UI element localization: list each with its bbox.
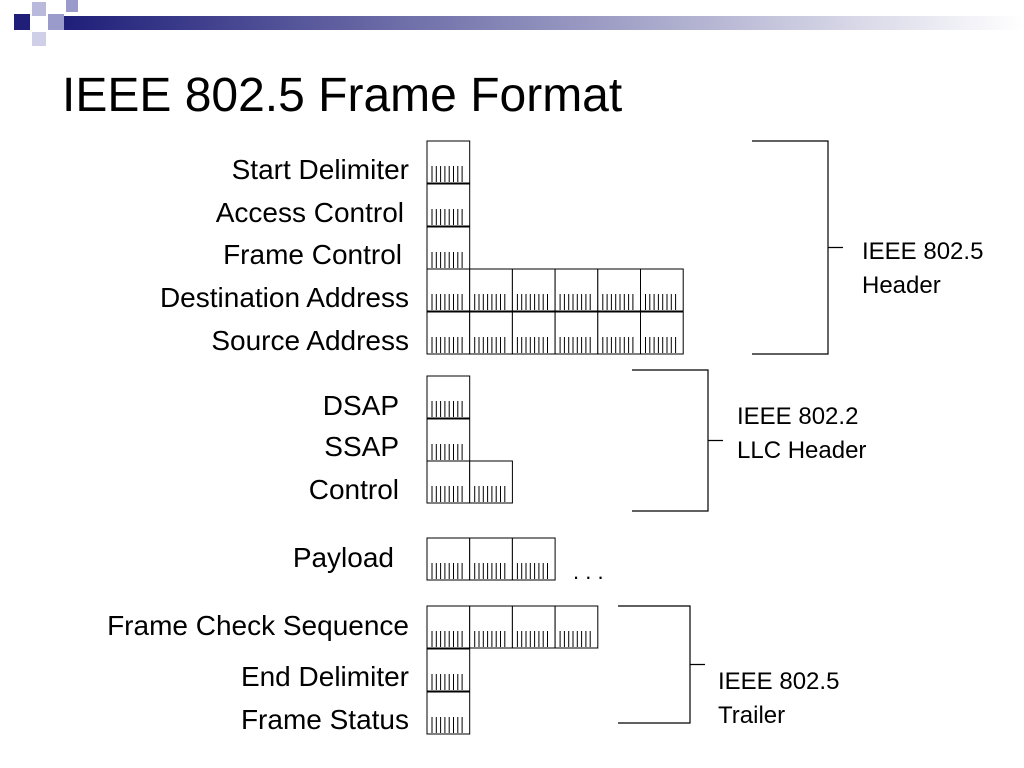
field-label-frame-check-sequence: Frame Check Sequence [107,610,409,641]
field-label-destination-address: Destination Address [159,282,409,313]
byte-box [426,605,471,649]
byte-box [426,691,471,735]
slide-decoration [14,0,1024,46]
byte-box-outline [426,605,471,649]
byte-box-outline [426,311,471,355]
group-bracket [618,605,705,724]
byte-box [469,311,513,355]
field-label-source-address: Source Address [211,325,409,356]
byte-box-outline [426,183,471,227]
byte-box-outline [554,268,599,312]
byte-box [597,268,641,312]
field-label-dsap: DSAP [322,390,399,421]
corner-square [48,14,64,30]
field-label-start-delimiter: Start Delimiter [231,154,409,185]
group-bracket [752,140,843,355]
corner-square [66,0,78,12]
byte-box [426,140,471,184]
corner-square [14,14,30,30]
field-label-frame-control: Frame Control [223,239,402,270]
byte-box-outline [554,311,599,355]
byte-box [554,268,599,312]
byte-box-outline [597,311,641,355]
byte-box [511,605,556,649]
byte-box-outline [426,140,471,184]
group-label-802-2-llc-header: IEEE 802.2 LLC Header [737,400,866,468]
byte-box [469,537,513,581]
byte-box [469,268,513,312]
byte-box-outline [640,311,684,355]
byte-box [640,311,684,355]
byte-box [640,268,684,312]
byte-box-outline [426,418,471,462]
payload-ellipsis: . . . [573,559,604,584]
byte-box [426,183,471,227]
byte-box [511,268,556,312]
group-label-line: IEEE 802.5 [718,668,840,695]
page-title: IEEE 802.5 Frame Format [62,69,623,122]
byte-box [426,418,471,462]
group-bracket [632,369,723,512]
byte-box [426,460,471,504]
byte-box-outline [426,537,471,581]
field-label-payload: Payload [292,542,394,573]
byte-box-outline [640,268,684,312]
byte-box-outline [511,268,556,312]
byte-box-outline [469,605,513,649]
byte-box-outline [511,311,556,355]
byte-box [511,537,556,581]
group-label-line: IEEE 802.2 [737,403,859,430]
byte-box-outline [511,537,556,581]
field-label-ssap: SSAP [324,431,399,462]
field-label-frame-status: Frame Status [240,704,409,735]
byte-box-outline [426,375,471,419]
field-label-access-control: Access Control [215,197,404,228]
byte-box-outline [426,691,471,735]
corner-square [32,2,46,16]
byte-box-outline [426,648,471,692]
byte-box [554,605,599,649]
group-label-line: IEEE 802.5 [862,238,984,265]
corner-square [32,32,46,46]
byte-box [554,311,599,355]
group-label-802-5-trailer: IEEE 802.5 Trailer [718,665,839,733]
byte-box [426,375,471,419]
byte-box-outline [469,460,513,504]
byte-box [426,268,471,312]
byte-box [469,460,513,504]
byte-box [597,311,641,355]
byte-box [426,537,471,581]
group-label-802-5-header: IEEE 802.5 Header [862,235,983,303]
byte-box-outline [426,460,471,504]
byte-box-outline [426,226,471,270]
byte-box-outline [469,311,513,355]
byte-box [426,648,471,692]
byte-box-outline [554,605,599,649]
field-label-end-delimiter: End Delimiter [240,661,409,692]
byte-box-outline [469,268,513,312]
byte-box-outline [511,605,556,649]
byte-box [511,311,556,355]
byte-box [469,605,513,649]
byte-box [426,226,471,270]
title-rule [64,16,1024,30]
byte-box [426,311,471,355]
group-label-line: Header [862,272,941,299]
group-label-line: Trailer [718,702,786,729]
group-label-line: LLC Header [737,437,867,464]
field-label-control: Control [308,474,399,505]
byte-box-outline [597,268,641,312]
byte-box-outline [469,537,513,581]
byte-box-outline [426,268,471,312]
